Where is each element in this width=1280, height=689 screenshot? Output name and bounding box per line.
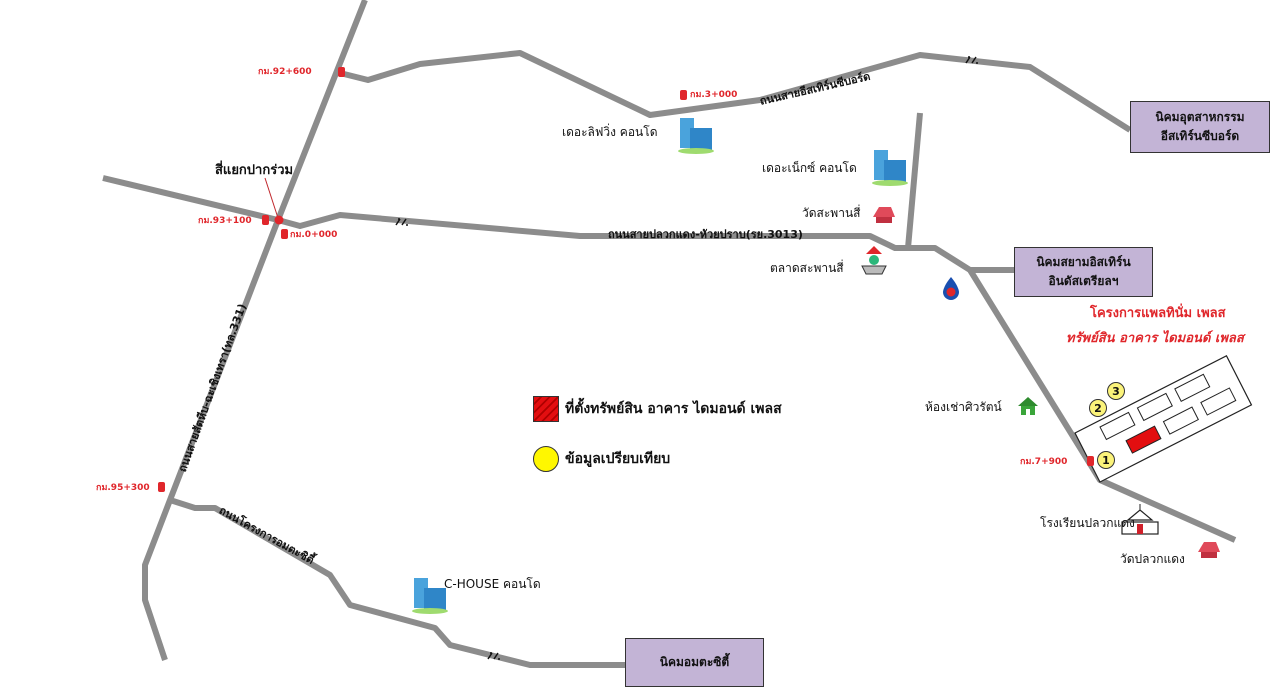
road-west-branch — [102, 175, 279, 223]
estate-name-line2: อีสเทิร์นซีบอร์ด — [1160, 129, 1240, 143]
site-plan — [1074, 355, 1253, 483]
temple-icon — [873, 207, 895, 223]
km-marker-label: กม.95+300 — [96, 483, 150, 493]
km-marker-label: กม.92+600 — [258, 67, 312, 77]
km-post-icon — [262, 215, 269, 225]
estate-eastern-seaboard: นิคมอุตสาหกรรม อีสเทิร์นซีบอร์ด — [1130, 101, 1270, 153]
condo-building-icon — [872, 150, 908, 186]
road-amata-project — [169, 497, 625, 668]
road-eastern-seaboard — [339, 50, 1132, 133]
road-break-icon — [395, 218, 408, 226]
km-marker-label: กม.3+000 — [690, 90, 738, 100]
landmark-pluak-daeng-school: โรงเรียนปลวกแดง — [1040, 516, 1135, 530]
landmark-the-next-condo: เดอะเน็กซ์ คอนโด — [762, 161, 857, 175]
legend-comparable-swatch — [533, 446, 559, 472]
comparable-marker-1: 1 — [1097, 451, 1115, 469]
km-post-icon — [158, 482, 165, 492]
comparable-marker-2: 2 — [1089, 399, 1107, 417]
gas-station-icon — [943, 277, 959, 300]
junction-dot — [274, 215, 284, 225]
landmark-wat-saphan-si: วัดสะพานสี่ — [802, 206, 861, 220]
road-break-icon — [487, 652, 500, 660]
landmark-c-house-condo: C-HOUSE คอนโด — [444, 577, 541, 591]
condo-building-icon — [678, 118, 714, 154]
landmark-the-living-condo: เดอะลิฟวิ่ง คอนโด — [562, 125, 658, 139]
road-break-icon — [965, 56, 978, 64]
km-post-icon — [1087, 456, 1094, 466]
school-icon — [1121, 504, 1159, 535]
landmark-talat-saphan-si: ตลาดสะพานสี่ — [770, 261, 844, 275]
km-post-icon — [338, 67, 345, 77]
landmark-siwarat-apartment: ห้องเช่าศิวรัตน์ — [925, 400, 1002, 414]
estate-name-line1: นิคมอมตะซิตี้ — [659, 655, 730, 670]
legend-comparable: ข้อมูลเปรียบเทียบ — [533, 446, 670, 472]
km-marker-label: กม.0+000 — [290, 230, 338, 240]
estate-name-line1: นิคมสยามอิสเทิร์น — [1036, 255, 1131, 270]
estate-amata-city: นิคมอมตะซิตี้ — [625, 638, 764, 687]
landmark-wat-pluak-daeng: วัดปลวกแดง — [1120, 552, 1185, 566]
road-north-branch — [905, 112, 923, 249]
road-label-pluak-daeng: ถนนสายปลวกแดง-หัวยปราบ(รย.3013) — [608, 228, 803, 241]
road-highway-331 — [142, 0, 368, 661]
subject-building — [1125, 425, 1162, 454]
temple-icon — [1198, 542, 1220, 558]
estate-siam-eastern: นิคมสยามอิสเทิร์น อินดัสเตรียลฯ — [1014, 247, 1153, 297]
km-post-icon — [281, 229, 288, 239]
condo-building-icon — [412, 578, 448, 614]
project-title-line1: โครงการแพลทินั่ม เพลส — [1090, 306, 1226, 321]
junction-label: สี่แยกปากร่วม — [215, 163, 294, 178]
road-pluak-daeng — [277, 212, 1237, 543]
legend-subject-swatch — [533, 396, 559, 422]
km-marker-label: กม.93+100 — [198, 216, 252, 226]
legend-comparable-label: ข้อมูลเปรียบเทียบ — [565, 451, 671, 467]
legend-subject: ที่ตั้งทรัพย์สิน อาคาร ไดมอนด์ เพลส — [533, 396, 782, 422]
estate-name-line1: นิคมอุตสาหกรรม — [1155, 110, 1245, 125]
legend-subject-label: ที่ตั้งทรัพย์สิน อาคาร ไดมอนด์ เพลส — [565, 401, 782, 417]
project-title-line2: ทรัพย์สิน อาคาร ไดมอนด์ เพลส — [1066, 331, 1244, 346]
km-post-icon — [680, 90, 687, 100]
km-marker-label: กม.7+900 — [1020, 457, 1068, 467]
estate-name-line2: อินดัสเตรียลฯ — [1048, 274, 1119, 288]
junction-leader-line — [264, 177, 279, 219]
house-icon — [1018, 397, 1038, 415]
comparable-marker-3: 3 — [1107, 382, 1125, 400]
market-icon — [861, 246, 887, 275]
